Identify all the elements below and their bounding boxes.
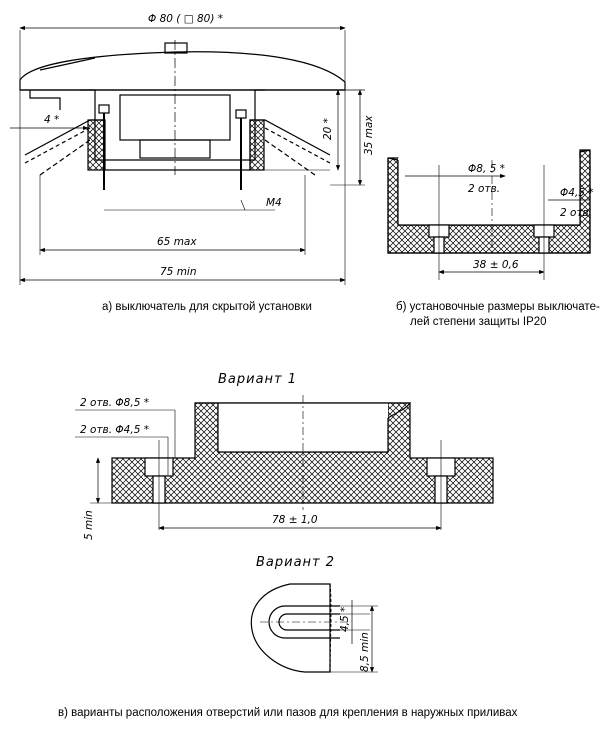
slot-min-label: 8,5 min (359, 632, 371, 672)
variant-1-dimension-labels: 2 отв. Φ8,5 * 2 отв. Φ4,5 * 78 ± 1,0 5 m… (80, 397, 318, 540)
figure-a-switch-drawing (10, 25, 365, 285)
variant-2-dimension-labels: 4,5 * 8,5 min (339, 607, 371, 672)
figure-a-dimension-labels: Φ 80 ( □ 80) * 4 * 20 * 35 max M4 65 max… (44, 13, 375, 278)
variant-2-title: Вариант 2 (256, 555, 335, 570)
caption-a: а) выключатель для скрытой установки (102, 301, 312, 313)
spacing-78-label: 78 ± 1,0 (272, 514, 318, 526)
caption-c: в) варианты расположения отверстий или п… (58, 707, 518, 719)
width-75-label: 75 min (160, 266, 197, 278)
thread-label: M4 (266, 197, 282, 209)
slot-width-label: 4,5 * (339, 607, 351, 632)
hole-small-label: Φ4,5 * (560, 187, 594, 199)
hole-large-label: Φ8, 5 * (468, 163, 505, 175)
variant-2-drawing (250, 583, 378, 673)
holes-small-label: 2 отв. Φ4,5 * (80, 424, 149, 436)
min-depth-label: 5 min (83, 510, 95, 540)
diameter-label: Φ 80 ( □ 80) * (148, 13, 223, 25)
spacing-38-label: 38 ± 0,6 (473, 259, 519, 271)
holes-count-left-label: 2 отв. (468, 183, 500, 195)
width-65-label: 65 max (157, 236, 197, 248)
variant-1-title: Вариант 1 (218, 372, 297, 387)
caption-b-line2: лей степени защиты IP20 (410, 316, 547, 328)
holes-large-label: 2 отв. Φ8,5 * (80, 397, 149, 409)
height-20-label: 20 * (322, 118, 334, 140)
caption-b-line1: б) установочные размеры выключате- (396, 301, 600, 313)
gap-label: 4 * (44, 114, 59, 126)
height-35-label: 35 max (363, 115, 375, 155)
figure-b-mounting-drawing (387, 149, 591, 280)
figure-b-dimension-labels: Φ8, 5 * 2 отв. Φ4,5 * 2 отв. 38 ± 0,6 (468, 163, 594, 271)
holes-count-right-label: 2 отв. (560, 207, 592, 219)
variant-1-drawing (75, 395, 494, 531)
